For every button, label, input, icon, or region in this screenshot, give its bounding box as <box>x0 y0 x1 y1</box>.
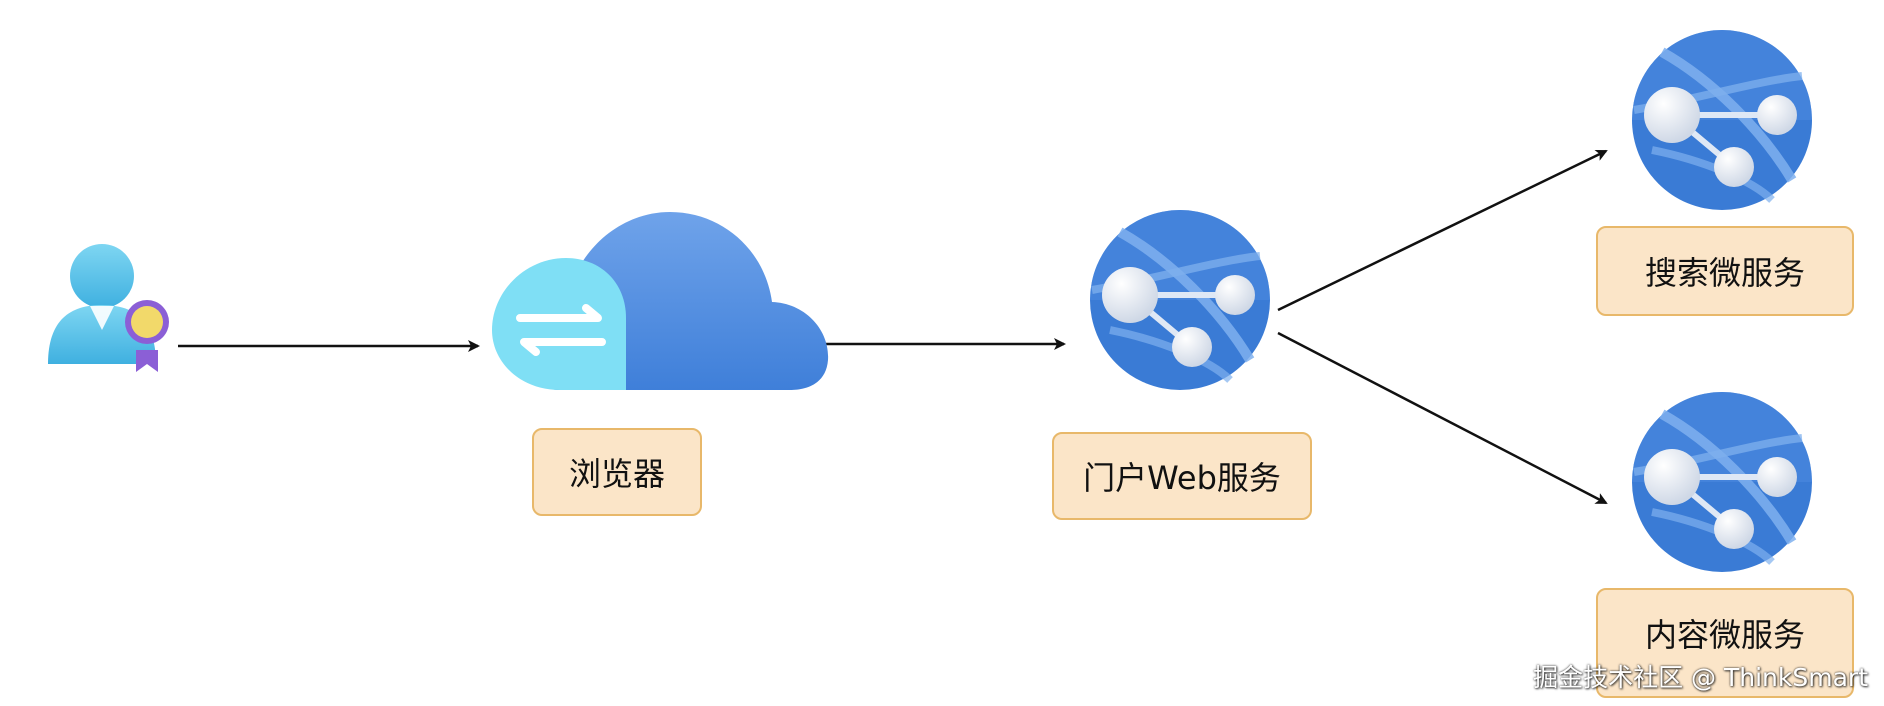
arrow-portal-to-content <box>1277 331 1608 505</box>
cloud-transfer-icon <box>492 212 829 390</box>
certified-user-icon <box>48 244 169 372</box>
arrow-portal-to-search <box>1277 149 1608 312</box>
content-microservice-label: 内容微服务 <box>1596 588 1854 698</box>
content-service-web-app-icon <box>1632 392 1812 572</box>
portal-web-service-label: 门户Web服务 <box>1052 432 1312 520</box>
portal-web-app-icon <box>1090 210 1270 390</box>
watermark: 掘金技术社区 @ ThinkSmart <box>1533 663 1868 692</box>
search-service-web-app-icon <box>1632 30 1812 210</box>
search-microservice-label: 搜索微服务 <box>1596 226 1854 316</box>
browser-label: 浏览器 <box>532 428 702 516</box>
